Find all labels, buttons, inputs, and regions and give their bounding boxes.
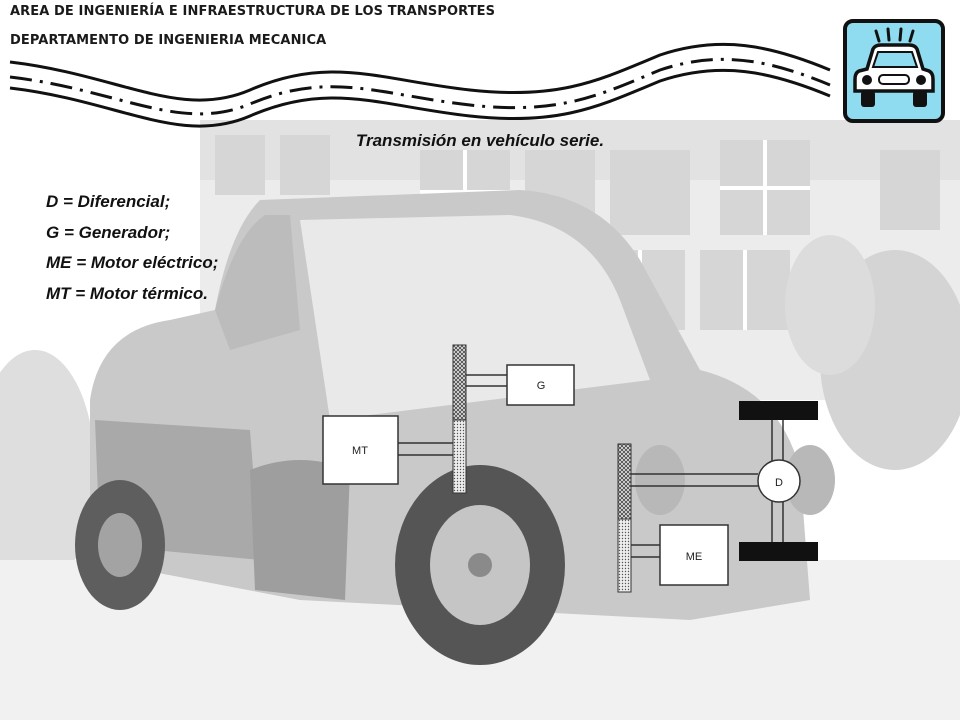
differential: D <box>757 459 801 503</box>
legend-item-differential: D = Diferencial; <box>46 192 171 211</box>
slide-title: Transmisión en vehículo serie. <box>355 131 605 150</box>
legend-item-thermal-motor: MT = Motor térmico. <box>46 283 208 303</box>
electric-motor-box: ME <box>659 524 729 586</box>
road-divider-graphic <box>9 42 831 128</box>
abbreviation-legend: D = Diferencial; G = Generador; ME = Mot… <box>46 190 218 312</box>
generator-box: G <box>506 364 575 406</box>
legend-item-generator: G = Generador; <box>46 222 171 242</box>
upper-gear-set <box>452 344 467 494</box>
differential-shaft <box>631 473 758 487</box>
wheel-top <box>739 401 818 420</box>
wheel-bottom <box>739 542 818 561</box>
thermal-motor-shaft <box>398 442 453 456</box>
lower-gear-set <box>617 443 632 593</box>
electric-motor-label: ME <box>686 551 703 563</box>
electric-motor-shaft <box>631 544 660 558</box>
rear-axle <box>739 401 818 561</box>
differential-label: D <box>775 477 783 489</box>
header-area-title: AREA DE INGENIERÍA E INFRAESTRUCTURA DE … <box>10 4 496 19</box>
generator-label: G <box>537 380 546 392</box>
car-icon <box>843 19 945 123</box>
legend-item-electric-motor: ME = Motor eléctrico; <box>46 253 219 272</box>
generator-shaft <box>466 374 507 387</box>
header-department-title: DEPARTAMENTO DE INGENIERIA MECANICA <box>10 33 327 48</box>
thermal-motor-label: MT <box>352 445 368 457</box>
thermal-motor-box: MT <box>322 415 399 485</box>
